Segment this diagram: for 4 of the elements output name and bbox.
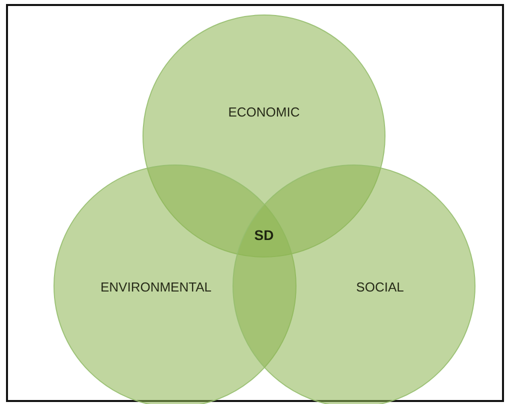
circle-label: SOCIAL: [356, 280, 404, 294]
circle-label: ENVIRONMENTAL: [100, 280, 212, 294]
circle-label: ECONOMIC: [228, 104, 300, 120]
intersection-label: SD: [254, 227, 274, 243]
